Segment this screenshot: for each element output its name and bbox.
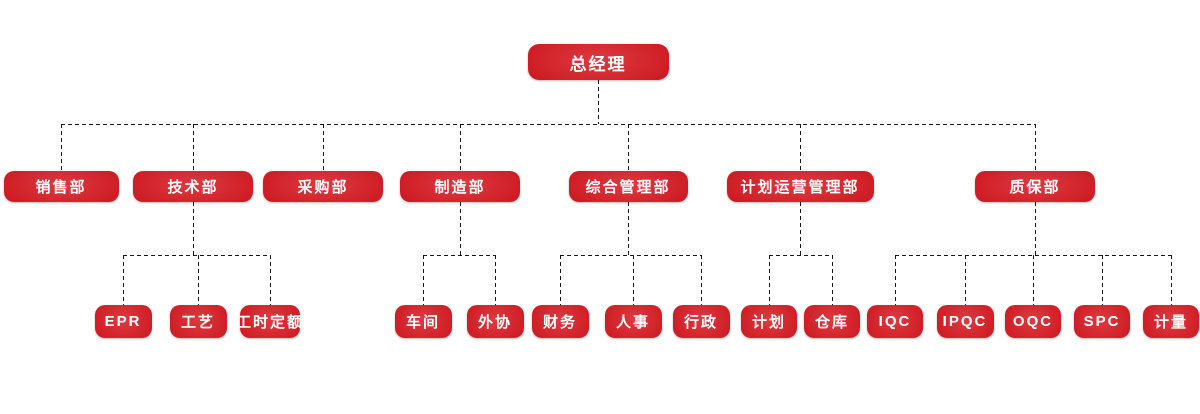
connector-drop-process — [198, 255, 199, 305]
connector-stem-planning-operations-dept — [800, 202, 801, 255]
org-node-label: 制造部 — [434, 179, 486, 196]
connector-drop-purchasing-dept — [323, 124, 324, 171]
connector-stem-qa-dept — [1035, 202, 1036, 255]
org-node-label: SPC — [1083, 313, 1121, 330]
org-node-label: 销售部 — [35, 179, 87, 196]
org-node-label: 车间 — [405, 314, 440, 331]
org-node-metrology: 计量 — [1143, 305, 1199, 338]
org-node-label: EPR — [104, 313, 142, 330]
connector-drop-admin — [701, 255, 702, 305]
connector-drop-epr — [123, 255, 124, 305]
org-node-sales-dept: 销售部 — [3, 171, 119, 202]
org-node-process: 工艺 — [169, 305, 227, 338]
connector-stem-manufacturing-dept — [460, 202, 461, 255]
org-node-oqc: OQC — [1005, 305, 1061, 338]
connector-drop-qa-dept — [1035, 124, 1036, 171]
org-node-label: 计量 — [1153, 314, 1188, 331]
connector-drop-hr — [633, 255, 634, 305]
org-node-epr: EPR — [94, 305, 152, 338]
connector-drop-oqc — [1033, 255, 1034, 305]
org-node-label: 计划运营管理部 — [740, 179, 860, 196]
org-node-planning: 计划 — [741, 305, 797, 338]
connector-drop-metrology — [1171, 255, 1172, 305]
org-node-tech-dept: 技术部 — [133, 171, 253, 202]
org-node-purchasing-dept: 采购部 — [263, 171, 383, 202]
connector-bus-tech-dept — [123, 255, 270, 256]
org-node-label: 计划 — [751, 314, 786, 331]
connector-drop-planning — [769, 255, 770, 305]
org-node-label: OQC — [1012, 313, 1054, 330]
connector-root-stem — [598, 80, 599, 124]
org-node-admin: 行政 — [672, 305, 730, 338]
org-node-workshop: 车间 — [394, 305, 452, 338]
connector-stem-general-admin-dept — [628, 202, 629, 255]
connector-drop-finance — [560, 255, 561, 305]
org-node-general-admin-dept: 综合管理部 — [568, 171, 688, 202]
org-node-qa-dept: 质保部 — [975, 171, 1095, 202]
org-node-label: 财务 — [542, 314, 577, 331]
connector-bus-general-admin-dept — [560, 255, 701, 256]
org-node-warehouse: 仓库 — [804, 305, 860, 338]
connector-drop-general-admin-dept — [628, 124, 629, 171]
org-node-label: 外协 — [477, 314, 512, 331]
org-node-finance: 财务 — [531, 305, 589, 338]
org-node-label: IPQC — [942, 313, 988, 330]
org-node-general-manager: 总经理 — [527, 44, 669, 80]
connector-level1-bus — [61, 124, 1035, 125]
org-node-label: 行政 — [683, 314, 718, 331]
connector-drop-warehouse — [832, 255, 833, 305]
connector-drop-iqc — [895, 255, 896, 305]
connector-drop-outsourcing — [495, 255, 496, 305]
org-node-label: 工艺 — [180, 314, 215, 331]
org-node-iqc: IQC — [867, 305, 923, 338]
org-node-label: 人事 — [615, 314, 650, 331]
connector-drop-workshop — [423, 255, 424, 305]
org-node-spc: SPC — [1074, 305, 1130, 338]
org-node-label: 质保部 — [1009, 179, 1061, 196]
org-node-label: 总经理 — [569, 54, 627, 74]
org-node-label: 综合管理部 — [585, 179, 671, 196]
connector-drop-sales-dept — [61, 124, 62, 171]
org-node-manufacturing-dept: 制造部 — [400, 171, 520, 202]
org-node-planning-operations-dept: 计划运营管理部 — [726, 171, 874, 202]
org-node-hr: 人事 — [604, 305, 662, 338]
connector-drop-planning-operations-dept — [800, 124, 801, 171]
org-node-label: 工时定额 — [236, 314, 305, 331]
connector-drop-manufacturing-dept — [460, 124, 461, 171]
connector-bus-planning-operations-dept — [769, 255, 832, 256]
connector-stem-tech-dept — [193, 202, 194, 255]
org-node-outsourcing: 外协 — [466, 305, 524, 338]
connector-drop-tech-dept — [193, 124, 194, 171]
connector-bus-manufacturing-dept — [423, 255, 495, 256]
org-node-label: 采购部 — [297, 179, 349, 196]
org-node-labor-quota: 工时定额 — [236, 305, 302, 338]
org-node-ipqc: IPQC — [936, 305, 994, 338]
connector-drop-labor-quota — [270, 255, 271, 305]
connector-drop-ipqc — [965, 255, 966, 305]
org-node-label: IQC — [878, 313, 912, 330]
org-node-label: 仓库 — [814, 314, 849, 331]
org-node-label: 技术部 — [167, 179, 219, 196]
connector-drop-spc — [1102, 255, 1103, 305]
